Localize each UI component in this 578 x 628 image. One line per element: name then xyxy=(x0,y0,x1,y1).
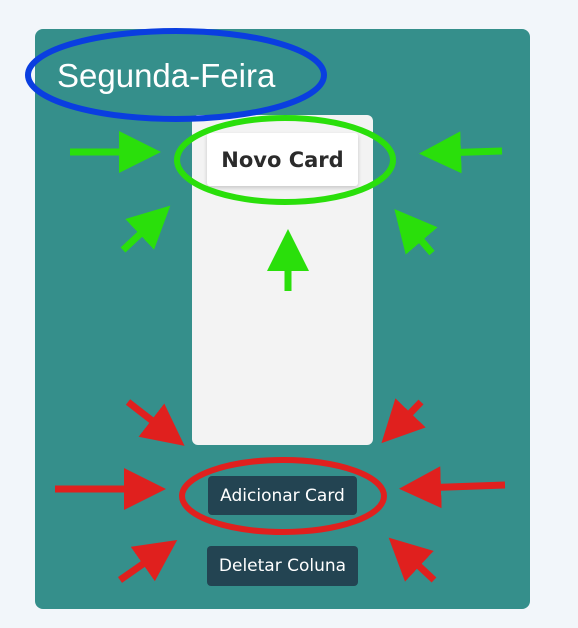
add-card-button[interactable]: Adicionar Card xyxy=(208,476,357,515)
card-novo-card[interactable]: Novo Card xyxy=(207,133,358,186)
delete-column-button[interactable]: Deletar Coluna xyxy=(207,546,358,586)
column-title[interactable]: Segunda-Feira xyxy=(57,57,276,94)
